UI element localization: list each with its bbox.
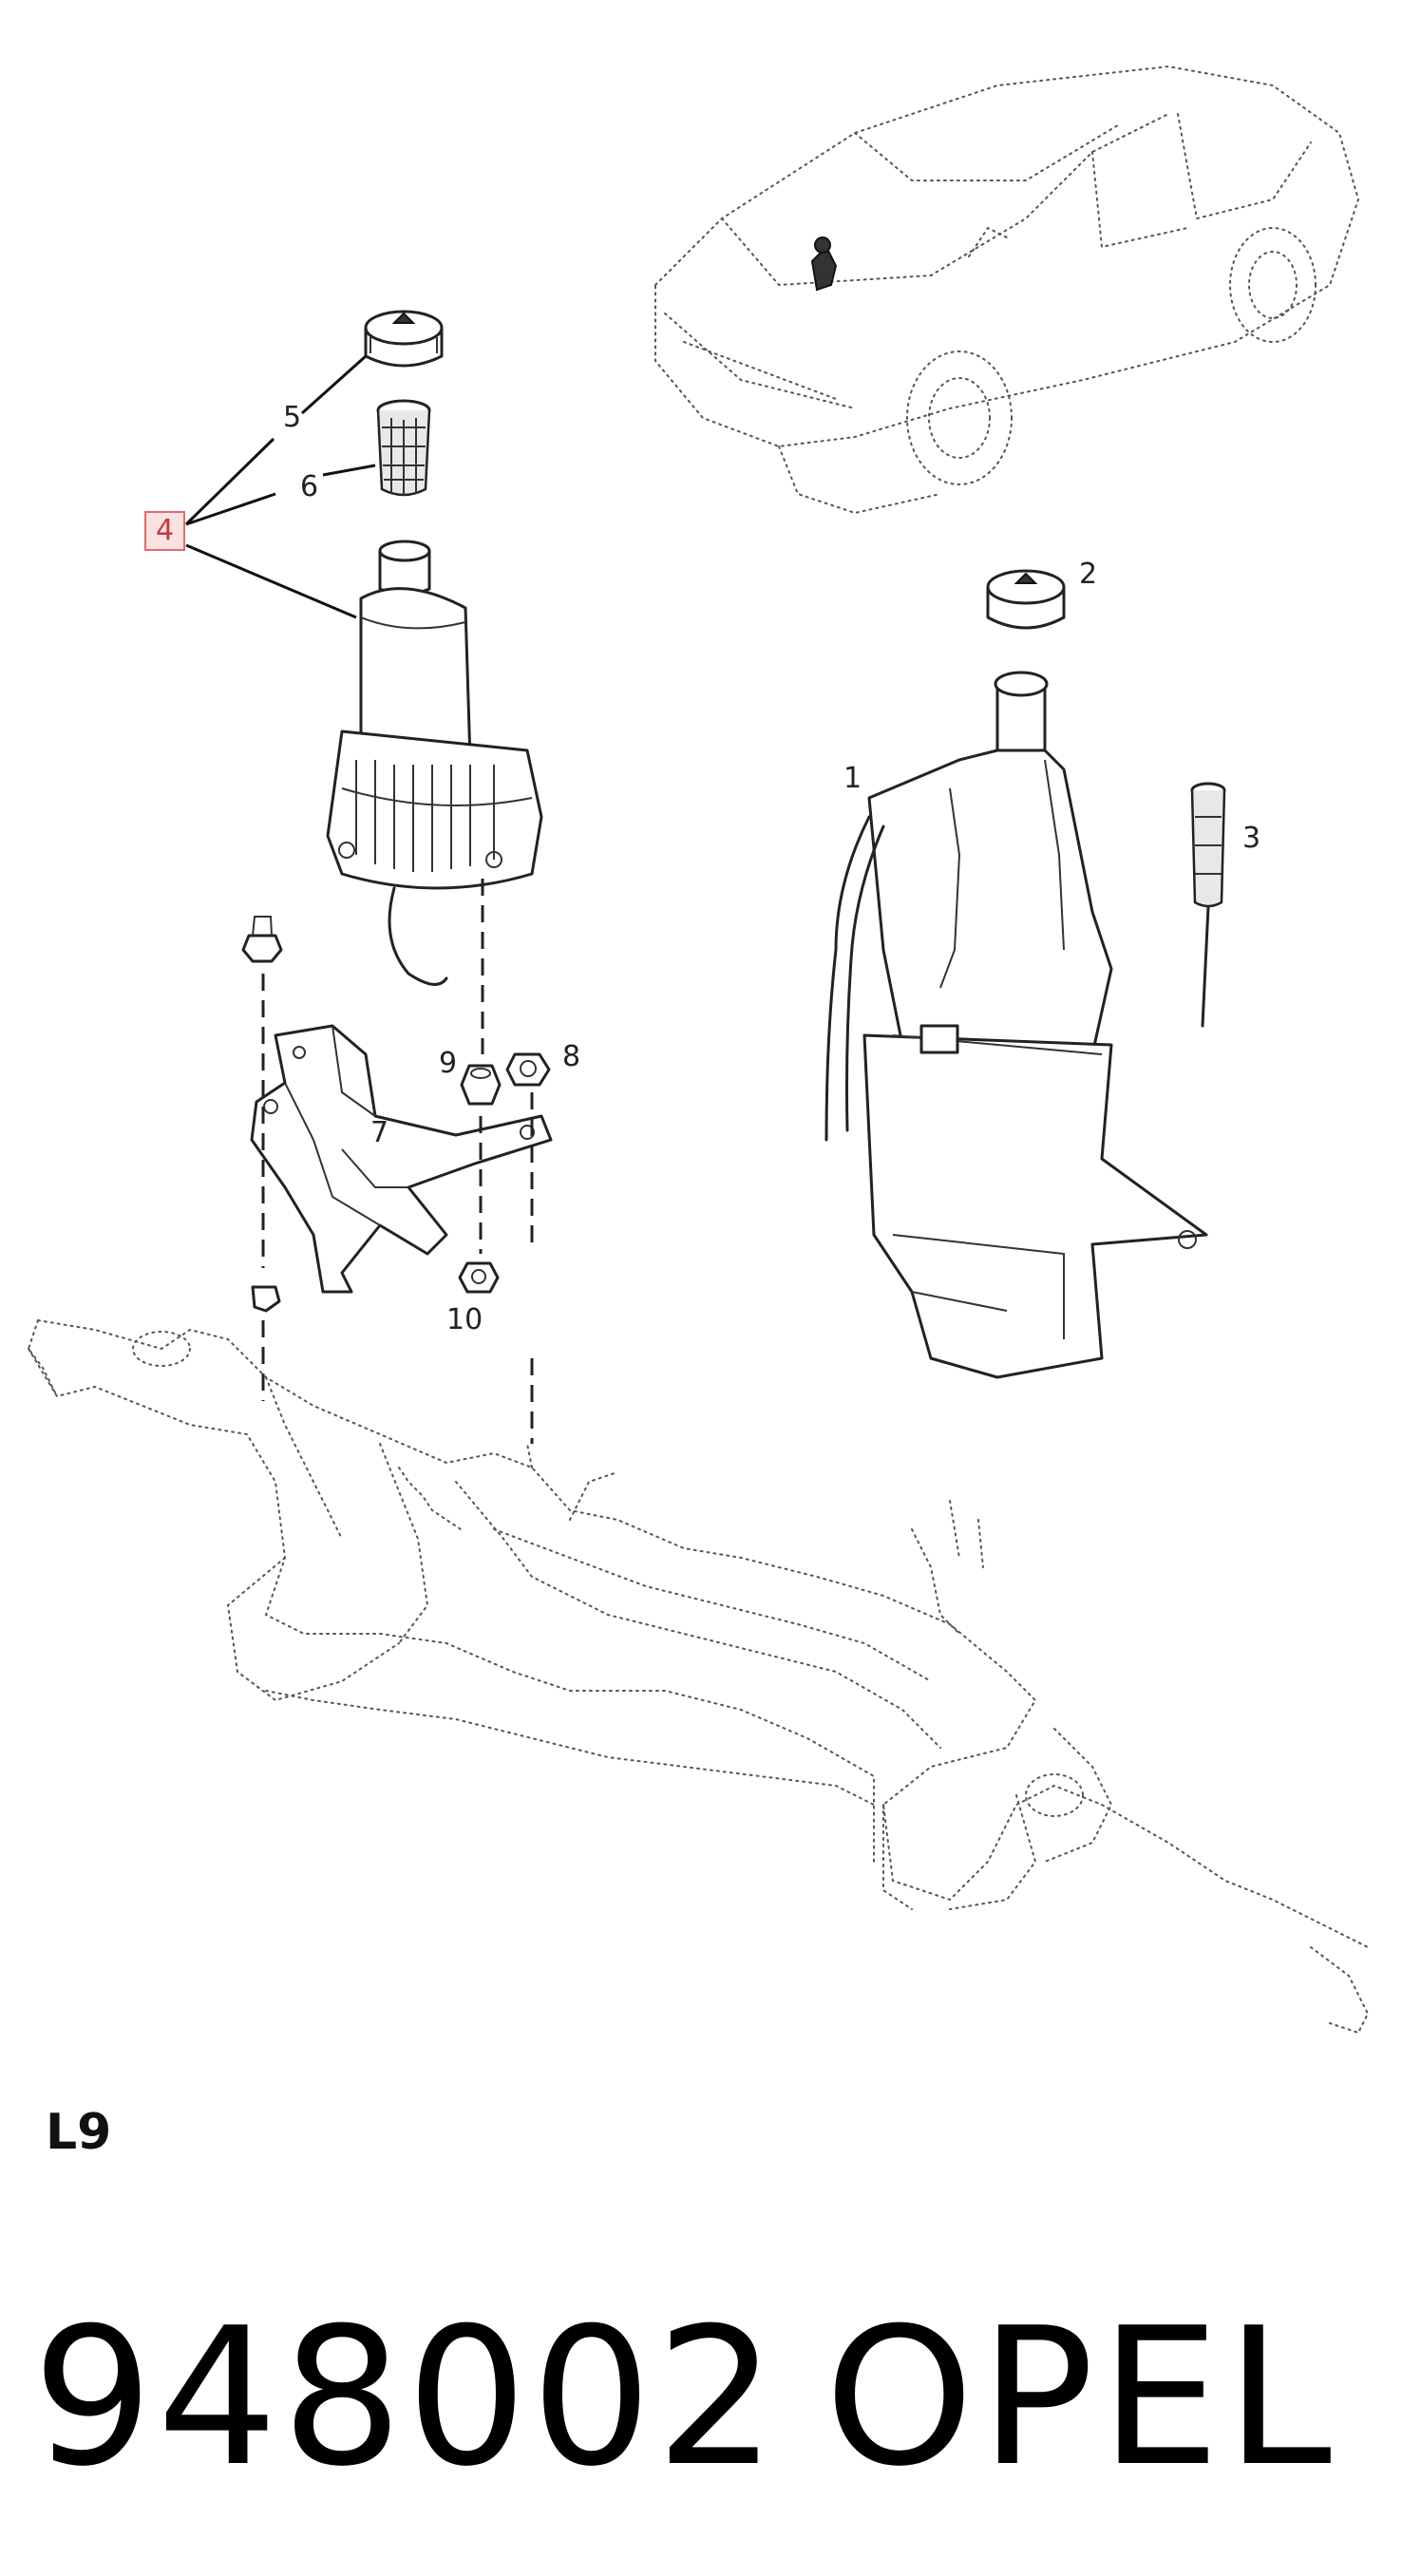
callout-6: 6: [300, 470, 319, 503]
section-code: L9: [46, 2104, 112, 2161]
callout-2: 2: [1079, 558, 1098, 591]
assembly-lines: [261, 879, 534, 1444]
part-8-nut: [505, 1052, 551, 1087]
part-6-filter: [376, 399, 431, 497]
part-3-dipstick: [1190, 782, 1226, 1028]
steering-rack-subframe: [27, 1319, 1370, 2035]
callout-4-leaders: [184, 354, 376, 619]
part-1-reservoir: [824, 671, 1208, 1379]
part-5-cap: [364, 310, 444, 368]
car-outline: [654, 65, 1360, 515]
part-7-bracket: [250, 1024, 553, 1294]
part-2-cap: [986, 569, 1066, 630]
part-4-reservoir-unit: [326, 540, 543, 986]
callout-1: 1: [843, 762, 862, 795]
brand-name: OPEL: [824, 2287, 1337, 2509]
callout-9: 9: [439, 1047, 458, 1080]
callout-10: 10: [446, 1303, 483, 1336]
bolt-top: [241, 916, 283, 963]
callout-4[interactable]: 4: [144, 511, 186, 551]
part-9-nut: [460, 1064, 502, 1106]
bolt-lower: [251, 1285, 281, 1313]
callout-8: 8: [562, 1040, 581, 1073]
callout-5: 5: [283, 401, 302, 434]
callout-7: 7: [370, 1116, 389, 1149]
part-10-nut: [458, 1261, 500, 1294]
part-number: 948002: [32, 2287, 781, 2509]
callout-3: 3: [1242, 822, 1261, 855]
